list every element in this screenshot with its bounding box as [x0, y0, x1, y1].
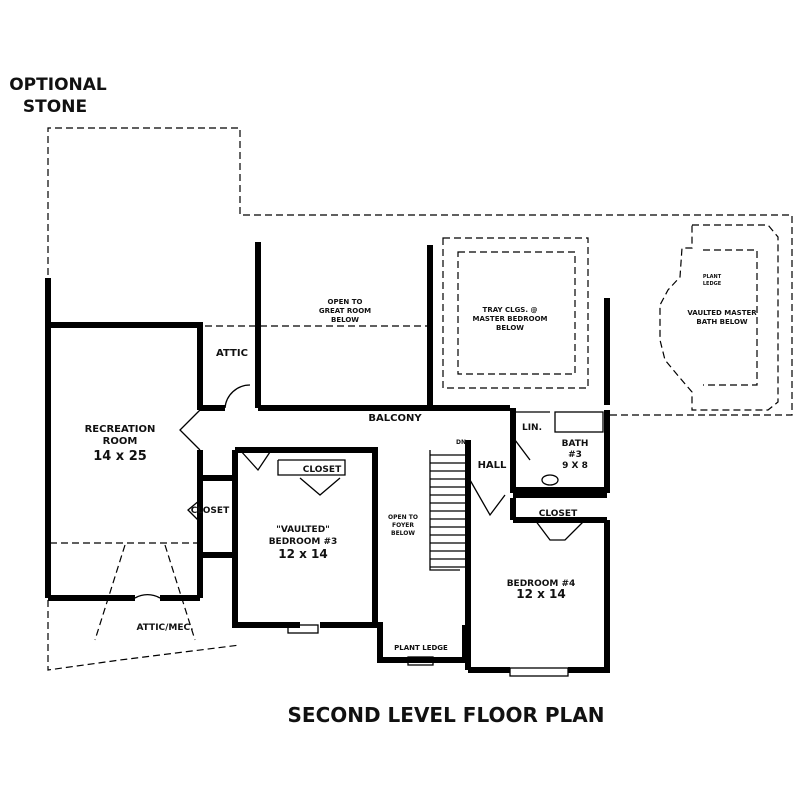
attic-label: ATTIC	[216, 348, 248, 359]
plant-ledge-label: PLANT LEDGE	[394, 644, 448, 652]
open-foyer-label-3: BELOW	[391, 530, 415, 537]
stair	[430, 454, 468, 568]
open-great-room-label: OPEN TO	[328, 298, 363, 306]
tray-ceiling-label-2: MASTER BEDROOM	[473, 315, 548, 323]
vaulted-bath-label: VAULTED MASTER	[687, 309, 757, 317]
plant-ledge-small-label: PLANT	[703, 274, 722, 280]
note-optional-stone-2: STONE	[23, 97, 87, 117]
bedroom3-label: "VAULTED"	[276, 525, 330, 535]
recreation-room-size: 14 x 25	[93, 449, 147, 464]
balcony-label: BALCONY	[368, 413, 422, 424]
dashed-outlines	[47, 127, 793, 671]
bath3-label: BATH	[562, 439, 589, 449]
bedroom3-label-2: BEDROOM #3	[269, 537, 338, 547]
open-foyer-label: OPEN TO	[388, 514, 418, 521]
tray-ceiling-label: TRAY CLGS. @	[483, 306, 538, 314]
doors[interactable]	[134, 384, 586, 677]
plan-title: SECOND LEVEL FLOOR PLAN	[288, 703, 605, 727]
plant-ledge-small-label-2: LEDGE	[703, 281, 722, 287]
tray-ceiling-label-3: BELOW	[496, 324, 524, 332]
bath3-size: 9 X 8	[562, 461, 588, 471]
bedroom4-label: BEDROOM #4	[507, 579, 576, 589]
stair-down-label: DN	[456, 439, 466, 446]
recreation-room-label: RECREATION	[85, 424, 156, 435]
note-optional-stone: OPTIONAL	[9, 75, 107, 95]
closet-bed3-label: CLOSET	[303, 465, 342, 475]
hall-label: HALL	[478, 460, 507, 471]
open-great-room-label-3: BELOW	[331, 316, 359, 324]
open-great-room-label-2: GREAT ROOM	[319, 307, 371, 315]
bedroom3-size: 12 x 14	[278, 547, 328, 561]
closet-bed4-label: CLOSET	[539, 509, 578, 519]
closet-rec-label: CLOSET	[191, 506, 230, 516]
linen-label: LIN.	[522, 423, 542, 433]
vaulted-bath-label-2: BATH BELOW	[696, 318, 748, 326]
walls	[45, 242, 610, 673]
open-foyer-label-2: FOYER	[392, 522, 414, 529]
attic-mec-label: ATTIC/MEC.	[136, 623, 193, 633]
bath3-number: #3	[568, 450, 582, 460]
bedroom4-size: 12 x 14	[516, 587, 566, 601]
recreation-room-label-2: ROOM	[103, 436, 138, 447]
